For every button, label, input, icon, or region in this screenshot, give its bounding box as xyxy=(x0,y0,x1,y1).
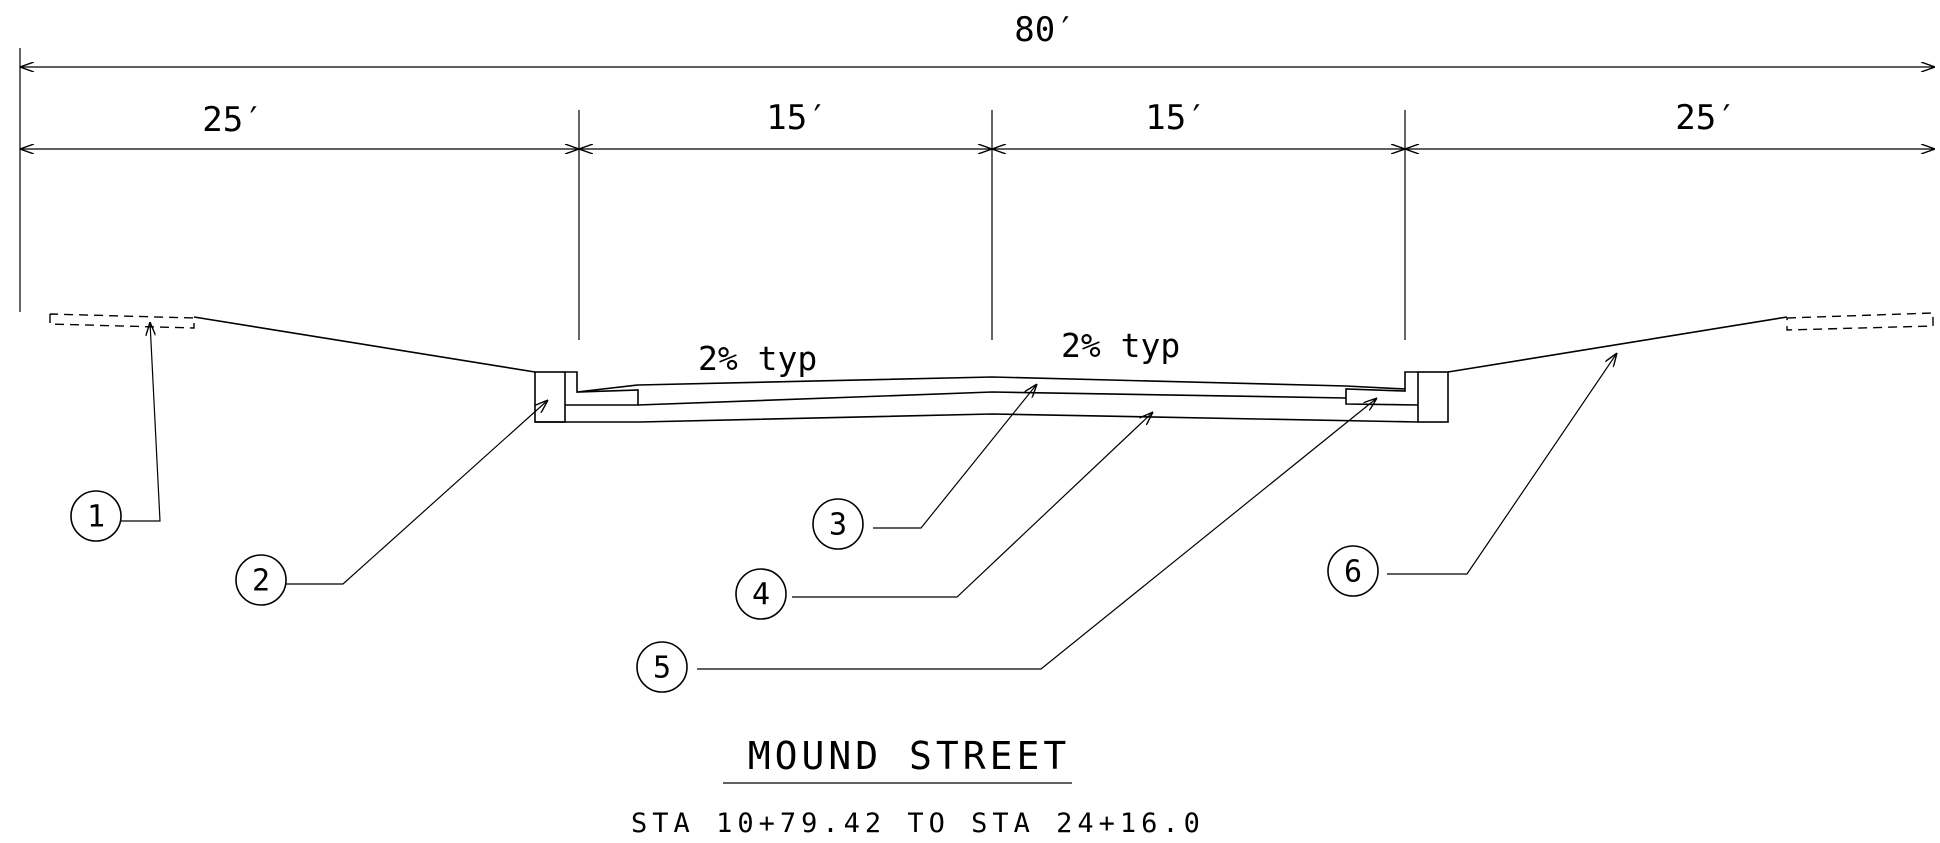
leader-2 xyxy=(286,400,548,585)
leader-4 xyxy=(792,412,1153,598)
gutter-right xyxy=(1345,371,1419,406)
callout-label-6: 6 xyxy=(1344,555,1362,590)
leader-5 xyxy=(697,398,1377,670)
leader-6 xyxy=(1387,353,1617,575)
callout-circle-5 xyxy=(636,641,688,693)
callout-circle-3 xyxy=(812,498,864,550)
callout-label-5: 5 xyxy=(653,651,671,686)
dimension-label-left-lane: 15′ xyxy=(766,98,827,138)
dimension-lines: 80′ 25′ 15′ 15′ 25′ xyxy=(19,10,1935,340)
callout-circle-2 xyxy=(235,554,287,606)
street-name-title: MOUND STREET xyxy=(748,734,1071,778)
leader-3 xyxy=(873,384,1037,529)
dimension-label-overall: 80′ xyxy=(1014,10,1075,50)
roadway-cross-section: 2% typ 2% typ xyxy=(49,312,1934,423)
grading-slope-left xyxy=(193,316,536,373)
callout-circle-1 xyxy=(70,490,122,542)
existing-sidewalk-right xyxy=(1786,312,1934,331)
callout-label-4: 4 xyxy=(752,578,770,613)
dimension-label-left-border: 25′ xyxy=(202,100,263,140)
curb-left xyxy=(534,371,566,423)
callout-circle-6 xyxy=(1327,545,1379,597)
pavement-base-course xyxy=(637,391,1347,406)
callout-label-3: 3 xyxy=(829,508,847,543)
pavement-surface xyxy=(576,376,1406,393)
callout-circle-4 xyxy=(735,568,787,620)
gutter-left xyxy=(565,371,639,406)
callout-label-1: 1 xyxy=(87,500,105,535)
leader-1 xyxy=(121,322,161,522)
callouts: 1 2 3 4 5 6 xyxy=(70,322,1617,693)
aggregate-subbase xyxy=(535,413,1419,423)
slope-label-right: 2% typ xyxy=(1061,326,1180,365)
callout-label-2: 2 xyxy=(252,564,270,599)
station-range: STA 10+79.42 TO STA 24+16.0 xyxy=(631,808,1205,839)
slope-label-left: 2% typ xyxy=(698,339,817,378)
section-title: MOUND STREET STA 10+79.42 TO STA 24+16.0 xyxy=(631,734,1205,839)
grading-slope-right xyxy=(1447,316,1788,373)
dimension-label-right-lane: 15′ xyxy=(1145,98,1206,138)
dimension-label-right-border: 25′ xyxy=(1675,98,1736,138)
existing-sidewalk-left xyxy=(49,313,195,329)
curb-right xyxy=(1417,371,1449,423)
